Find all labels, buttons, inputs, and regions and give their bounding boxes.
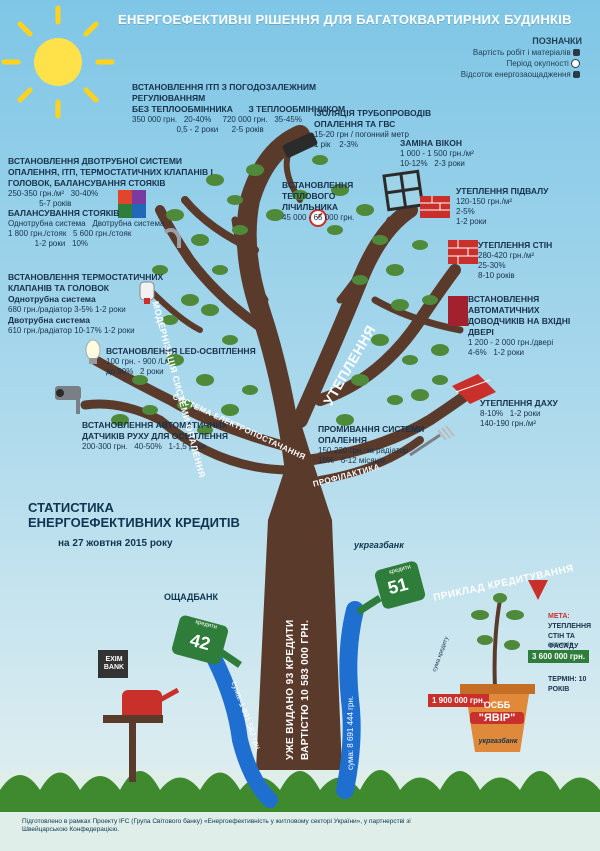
exim-watering-can-icon	[98, 650, 180, 782]
window-icon	[382, 169, 425, 212]
flushing-annotation: ПРОМИВАННЯ СИСТЕМИ ОПАЛЕННЯ 150-220 грн.…	[318, 424, 425, 465]
osbb-label: ОСББ	[483, 700, 511, 710]
roof-icon	[452, 374, 496, 404]
basement-wall-icon	[420, 196, 450, 218]
legend-item-payback: Період окупності	[392, 58, 582, 69]
motion-sensor-icon	[55, 386, 81, 414]
sun-icon	[1, 5, 115, 119]
piggy-bank-icon	[573, 71, 580, 79]
pipes-annotation: ІЗОЛЯЦІЯ ТРУБОПРОВОДІВ ОПАЛЕННЯ ТА ГВС 1…	[314, 108, 432, 149]
pipe-insulation-icon	[282, 132, 318, 158]
osbb-name: "ЯВІР"	[470, 712, 524, 724]
water-stream-ukrgaz	[336, 601, 364, 799]
stats-title: СТАТИСТИКА ЕНЕРГОЕФЕКТИВНИХ КРЕДИТІВ	[28, 500, 240, 530]
legend-heading: ПОЗНАЧКИ	[532, 36, 582, 46]
stats-date: на 27 жовтня 2015 року	[58, 538, 173, 549]
legend-item-cost: Вартість робіт і матеріалів	[392, 47, 582, 58]
water-stream-oschad	[207, 652, 278, 808]
pot-bank-logo: укргазбанк	[478, 738, 518, 745]
led-bulb-icon	[85, 339, 101, 364]
roof-annotation: УТЕПЛЕННЯ ДАХУ 8-10% 1-2 роки 140-190 гр…	[480, 398, 558, 428]
tree-trunk	[256, 420, 342, 770]
ukrgaz-sum: сума: 8 691 444 грн.	[346, 695, 355, 770]
exim-logo: EXIM BANK	[103, 656, 125, 671]
banknote-icon	[573, 49, 580, 57]
trunk-credits-label: УЖЕ ВИДАНО 93 КРЕДИТИ	[285, 619, 296, 760]
heat-meter-icon	[309, 209, 327, 227]
ukrgaz-watering-can-icon	[356, 561, 426, 615]
faucet-icon	[163, 228, 181, 248]
example-term: ТЕРМІН: 10 РОКІВ	[548, 676, 587, 693]
economy-label: економія	[548, 642, 573, 648]
brick-wall-icon	[448, 240, 478, 264]
closers-annotation: ВСТАНОВЛЕННЯ АВТОМАТИЧНИХ ДОВОДЧИКІВ НА …	[468, 294, 571, 357]
thermo-annotation: ВСТАНОВЛЕННЯ ТЕРМОСТАТИЧНИХ КЛАПАНІВ ТА …	[8, 272, 164, 335]
basement-annotation: УТЕПЛЕННЯ ПІДВАЛУ 120-150 грн./м² 2-5% 1…	[456, 186, 549, 226]
footer-note: Підготовлено в рамках Проекту IFC (Група…	[22, 818, 411, 833]
meter-annotation: ВСТАНОВЛЕННЯ ТЕПЛОВОГО ЛІЧИЛЬНИКА 45 000…	[282, 180, 355, 222]
cleaning-brush-icon	[409, 425, 455, 457]
led-annotation: ВСТАНОВЛЕННЯ LED-ОСВІТЛЕННЯ 100 грн. - 9…	[106, 346, 256, 376]
grass	[0, 770, 600, 812]
page-title: ЕНЕРГОЕФЕКТИВНІ РІШЕННЯ ДЛЯ БАГАТОКВАРТИ…	[118, 12, 572, 27]
windows-annotation: ЗАМІНА ВІКОН 1 000 - 1 500 грн./м² 10-12…	[400, 138, 474, 168]
economy-value: 3 600 000 грн.	[528, 650, 590, 663]
oschad-watering-can-icon	[172, 615, 242, 668]
payback-icon	[571, 59, 580, 69]
legend: ПОЗНАЧКИ Вартість робіт і матеріалів Пер…	[392, 36, 582, 80]
tree-branches	[80, 125, 486, 530]
twopipe-annotation: ВСТАНОВЛЕННЯ ДВОТРУБНОЇ СИСТЕМИ ОПАЛЕННЯ…	[8, 156, 213, 208]
oschad-logo: ОЩАДБАНК	[164, 592, 219, 602]
balancing-annotation: БАЛАНСУВАННЯ СТОЯКІВ Однотрубна система …	[8, 208, 165, 248]
legend-item-saving: Відсоток енергозаощадження	[392, 69, 582, 80]
sapling-pot-icon	[460, 593, 535, 752]
trunk-amount-label: ВАРТІСТЮ 10 583 000 ГРН.	[300, 619, 311, 760]
door-icon	[448, 296, 468, 326]
walls-annotation: УТЕПЛЕННЯ СТІН 280-420 грн./м² 25-30% 8-…	[478, 240, 553, 280]
itp-annotation: ВСТАНОВЛЕННЯ ІТП З ПОГОДОЗАЛЕЖНИМ РЕГУЛЮ…	[132, 82, 346, 134]
puzzle-icon	[118, 190, 146, 218]
sensors-annotation: ВСТАНОВЛЕННЯ АВТОМАТИЧНИХ ДАТЧИКІВ РУХУ …	[82, 420, 228, 451]
thermostat-icon	[139, 281, 155, 304]
ukrgaz-logo: укргазбанк	[354, 540, 404, 550]
credit-value: 1 900 000 грн.	[428, 694, 490, 707]
alert-icon	[528, 580, 548, 600]
